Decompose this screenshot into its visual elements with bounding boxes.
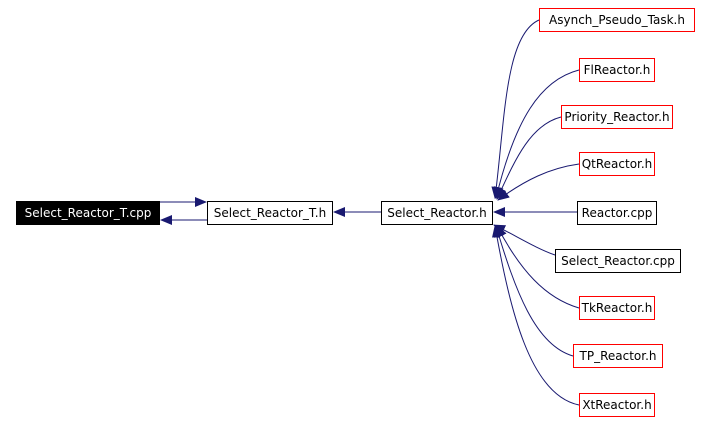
- node-tkreactor-h[interactable]: TkReactor.h: [579, 296, 655, 320]
- node-reactor-cpp[interactable]: Reactor.cpp: [577, 201, 657, 225]
- edge-tkreactor-to-select-reactor-h: [496, 225, 580, 309]
- edge-asynch-to-select-reactor-h: [491, 19, 540, 199]
- node-xtreactor-h[interactable]: XtReactor.h: [579, 393, 655, 417]
- edge-xtreactor-to-select-reactor-h: [492, 225, 580, 406]
- node-flreactor-h[interactable]: FlReactor.h: [579, 58, 655, 82]
- node-select-reactor-h[interactable]: Select_Reactor.h: [381, 201, 493, 225]
- node-qtreactor-h[interactable]: QtReactor.h: [579, 152, 655, 176]
- edge-tp-reactor-to-select-reactor-h: [494, 225, 574, 357]
- edge-priority-to-select-reactor-h: [496, 116, 562, 200]
- node-asynch-pseudo-task-h[interactable]: Asynch_Pseudo_Task.h: [539, 8, 695, 32]
- edge-flreactor-to-select-reactor-h: [493, 69, 580, 199]
- node-select-reactor-cpp[interactable]: Select_Reactor.cpp: [555, 249, 681, 273]
- node-tp-reactor-h[interactable]: TP_Reactor.h: [573, 344, 663, 368]
- node-select-reactor-t-cpp[interactable]: Select_Reactor_T.cpp: [16, 201, 160, 225]
- node-select-reactor-t-h[interactable]: Select_Reactor_T.h: [207, 201, 333, 225]
- node-priority-reactor-h[interactable]: Priority_Reactor.h: [561, 105, 673, 129]
- edge-qtreactor-to-select-reactor-h: [497, 163, 580, 201]
